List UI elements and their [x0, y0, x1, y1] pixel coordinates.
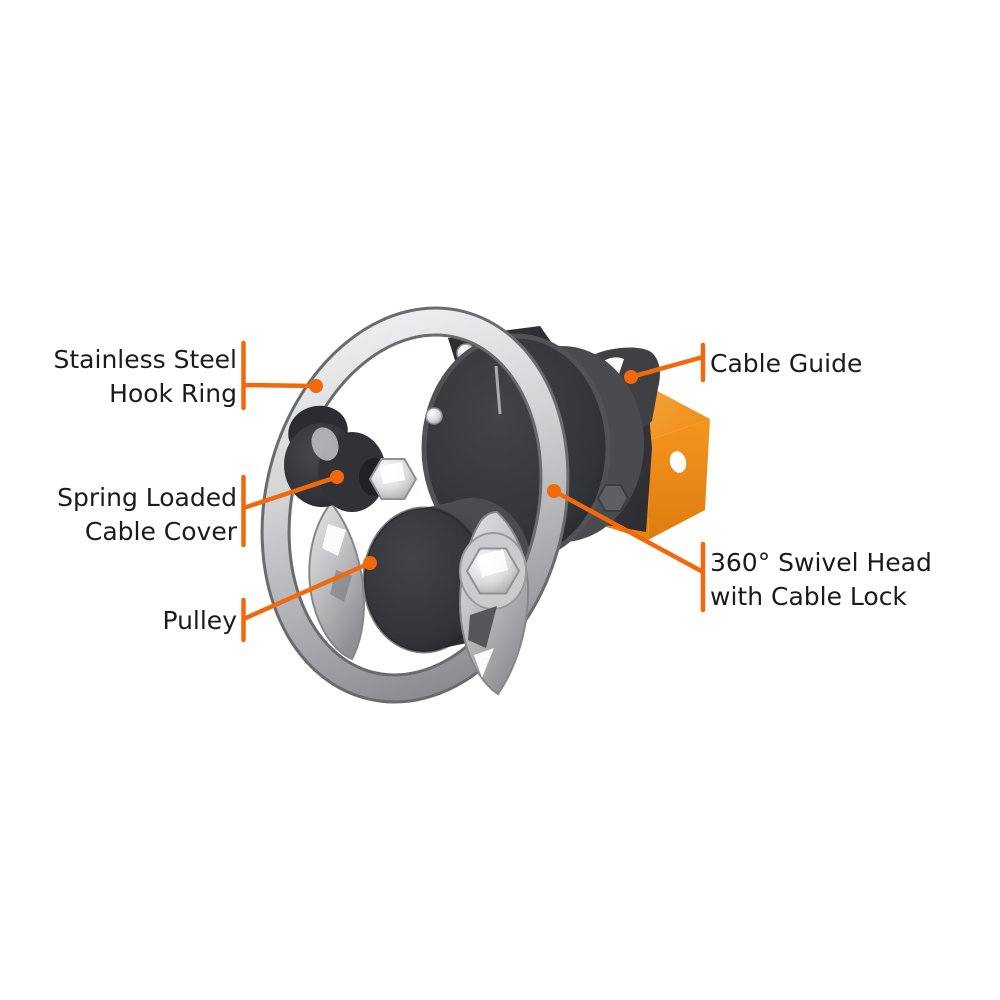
callout-line-hook-ring: [241, 340, 319, 411]
label-cable-cover: Spring Loaded Cable Cover: [57, 481, 237, 549]
label-line: Cable Guide: [710, 349, 863, 378]
guard-cutout: [474, 648, 494, 678]
label-line: Spring Loaded: [57, 483, 237, 512]
label-line: with Cable Lock: [710, 582, 907, 611]
left-guard-plate: [308, 501, 365, 661]
label-line: 360° Swivel Head: [710, 548, 932, 577]
callout-dot-swivel-head: [547, 484, 561, 498]
bolt-highlight: [477, 549, 508, 577]
callout-lines: [241, 340, 706, 643]
tube-right-face: [648, 419, 710, 540]
label-line: Pulley: [162, 606, 237, 635]
button-bolt: [425, 407, 443, 425]
hook-ring: [260, 306, 570, 704]
bolt-highlight: [380, 462, 405, 484]
tube-mounting-hole: [669, 451, 687, 473]
callout-line-cable-guide: [628, 342, 706, 383]
label-swivel-head: 360° Swivel Head with Cable Lock: [710, 546, 932, 614]
spring-cable-cover: [284, 405, 418, 512]
label-line: Hook Ring: [109, 379, 237, 408]
callout-dot-cable-guide: [624, 370, 638, 384]
guard-cutout: [322, 524, 346, 556]
callout-dots: [309, 370, 638, 570]
label-line: Stainless Steel: [53, 345, 237, 374]
callout-dot-cable-cover: [330, 470, 344, 484]
plate-seam: [494, 365, 502, 415]
label-hook-ring: Stainless Steel Hook Ring: [54, 343, 237, 411]
callout-line-pulley: [241, 560, 373, 643]
guard-cutout: [468, 606, 497, 648]
label-pulley: Pulley: [162, 604, 237, 638]
callout-dot-hook-ring: [309, 379, 323, 393]
callout-dot-pulley: [363, 556, 377, 570]
callout-line-swivel-head: [551, 488, 706, 613]
label-cable-guide: Cable Guide: [710, 347, 862, 381]
callout-line-cable-cover: [241, 474, 340, 548]
label-line: Cable Cover: [84, 517, 237, 546]
hex-bolt-dark: [596, 484, 630, 512]
right-guard-plate: [459, 510, 530, 696]
spring-coil: [311, 427, 339, 461]
